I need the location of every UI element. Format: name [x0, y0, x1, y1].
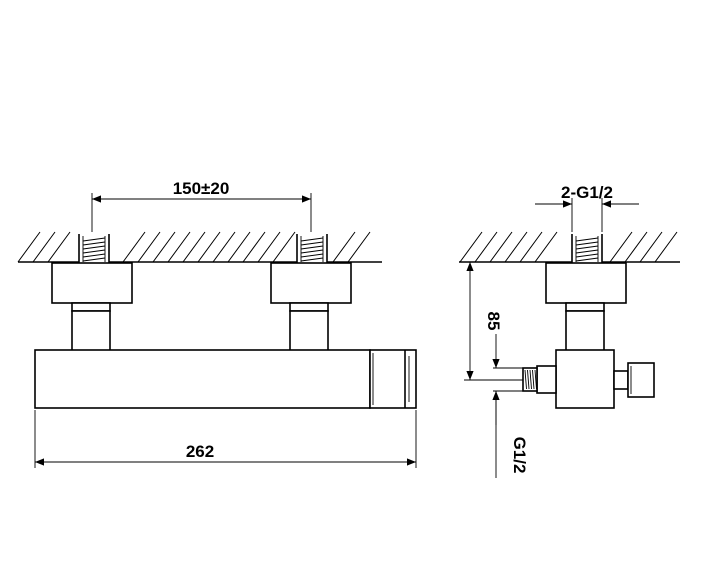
thread-line: [300, 245, 324, 250]
dimension-thread-top: 2-G1/2: [535, 183, 639, 232]
left-escutcheon: [51, 262, 133, 304]
hatch-line: [47, 231, 71, 263]
hatch-line: [152, 231, 176, 263]
thread-line: [300, 253, 324, 258]
thread-line: [575, 237, 599, 242]
hatch-line: [272, 231, 296, 263]
hatch-line: [197, 231, 221, 263]
thread-line: [575, 249, 599, 254]
thread-outlet-label: G1/2: [510, 437, 529, 474]
dimension-total-length: 262: [34, 410, 417, 468]
thread-line: [575, 253, 599, 258]
hatch-line: [489, 231, 513, 263]
wall-hatching-front: [17, 231, 371, 263]
height-label: 85: [484, 312, 503, 331]
thread-line: [82, 249, 106, 254]
thread-line: [82, 257, 106, 262]
thread-line: [534, 369, 537, 390]
hatch-line: [624, 231, 648, 263]
hatch-line: [167, 231, 191, 263]
thread-line: [575, 245, 599, 250]
thread-line: [82, 241, 106, 246]
hatch-line: [137, 231, 161, 263]
hatch-line: [459, 231, 483, 263]
hatch-line: [639, 231, 663, 263]
thread-line: [524, 369, 527, 390]
hatch-line: [654, 231, 678, 263]
center-distance-label: 150±20: [173, 179, 230, 198]
thread-line: [82, 237, 106, 242]
thread-line: [82, 253, 106, 258]
right-connector-pipe: [289, 302, 329, 352]
mixer-body: [34, 349, 371, 409]
side-mixer-body: [555, 349, 615, 409]
hatch-line: [227, 231, 251, 263]
hatch-line: [212, 231, 236, 263]
thread-line: [300, 257, 324, 262]
side-view: 2-G1/2 85 G1/2: [459, 183, 680, 478]
thread-top-label: 2-G1/2: [561, 183, 613, 202]
side-handle: [613, 362, 655, 398]
left-inlet-thread: [78, 234, 110, 263]
thread-line: [575, 241, 599, 246]
side-escutcheon: [545, 262, 627, 304]
hatch-line: [332, 231, 356, 263]
hatch-line: [534, 231, 558, 263]
hatch-line: [122, 231, 146, 263]
hatch-line: [519, 231, 543, 263]
hatch-line: [257, 231, 281, 263]
front-view: 150±20 262: [17, 179, 417, 468]
hatch-line: [347, 231, 371, 263]
thread-line: [300, 249, 324, 254]
thread-line: [300, 237, 324, 242]
dimension-thread-outlet: G1/2: [492, 334, 529, 478]
total-length-label: 262: [186, 442, 214, 461]
thread-line: [82, 245, 106, 250]
thread-line: [532, 369, 535, 390]
side-outlet-thread: [522, 365, 557, 394]
hatch-line: [242, 231, 266, 263]
thread-line: [300, 241, 324, 246]
thread-line: [575, 257, 599, 262]
right-escutcheon: [270, 262, 352, 304]
hatch-line: [17, 231, 41, 263]
hatch-line: [32, 231, 56, 263]
dimension-height: 85: [464, 261, 546, 381]
hatch-line: [609, 231, 633, 263]
hatch-line: [182, 231, 206, 263]
hatch-line: [504, 231, 528, 263]
thread-line: [529, 369, 532, 390]
dimension-center-distance: 150±20: [91, 179, 312, 232]
side-inlet-thread: [571, 234, 603, 263]
thread-line: [527, 369, 530, 390]
hatch-line: [474, 231, 498, 263]
right-inlet-thread: [296, 234, 328, 263]
mixer-handle: [369, 349, 417, 409]
wall-hatching-side: [459, 231, 678, 263]
side-connector-pipe: [565, 302, 605, 352]
left-connector-pipe: [71, 302, 111, 352]
